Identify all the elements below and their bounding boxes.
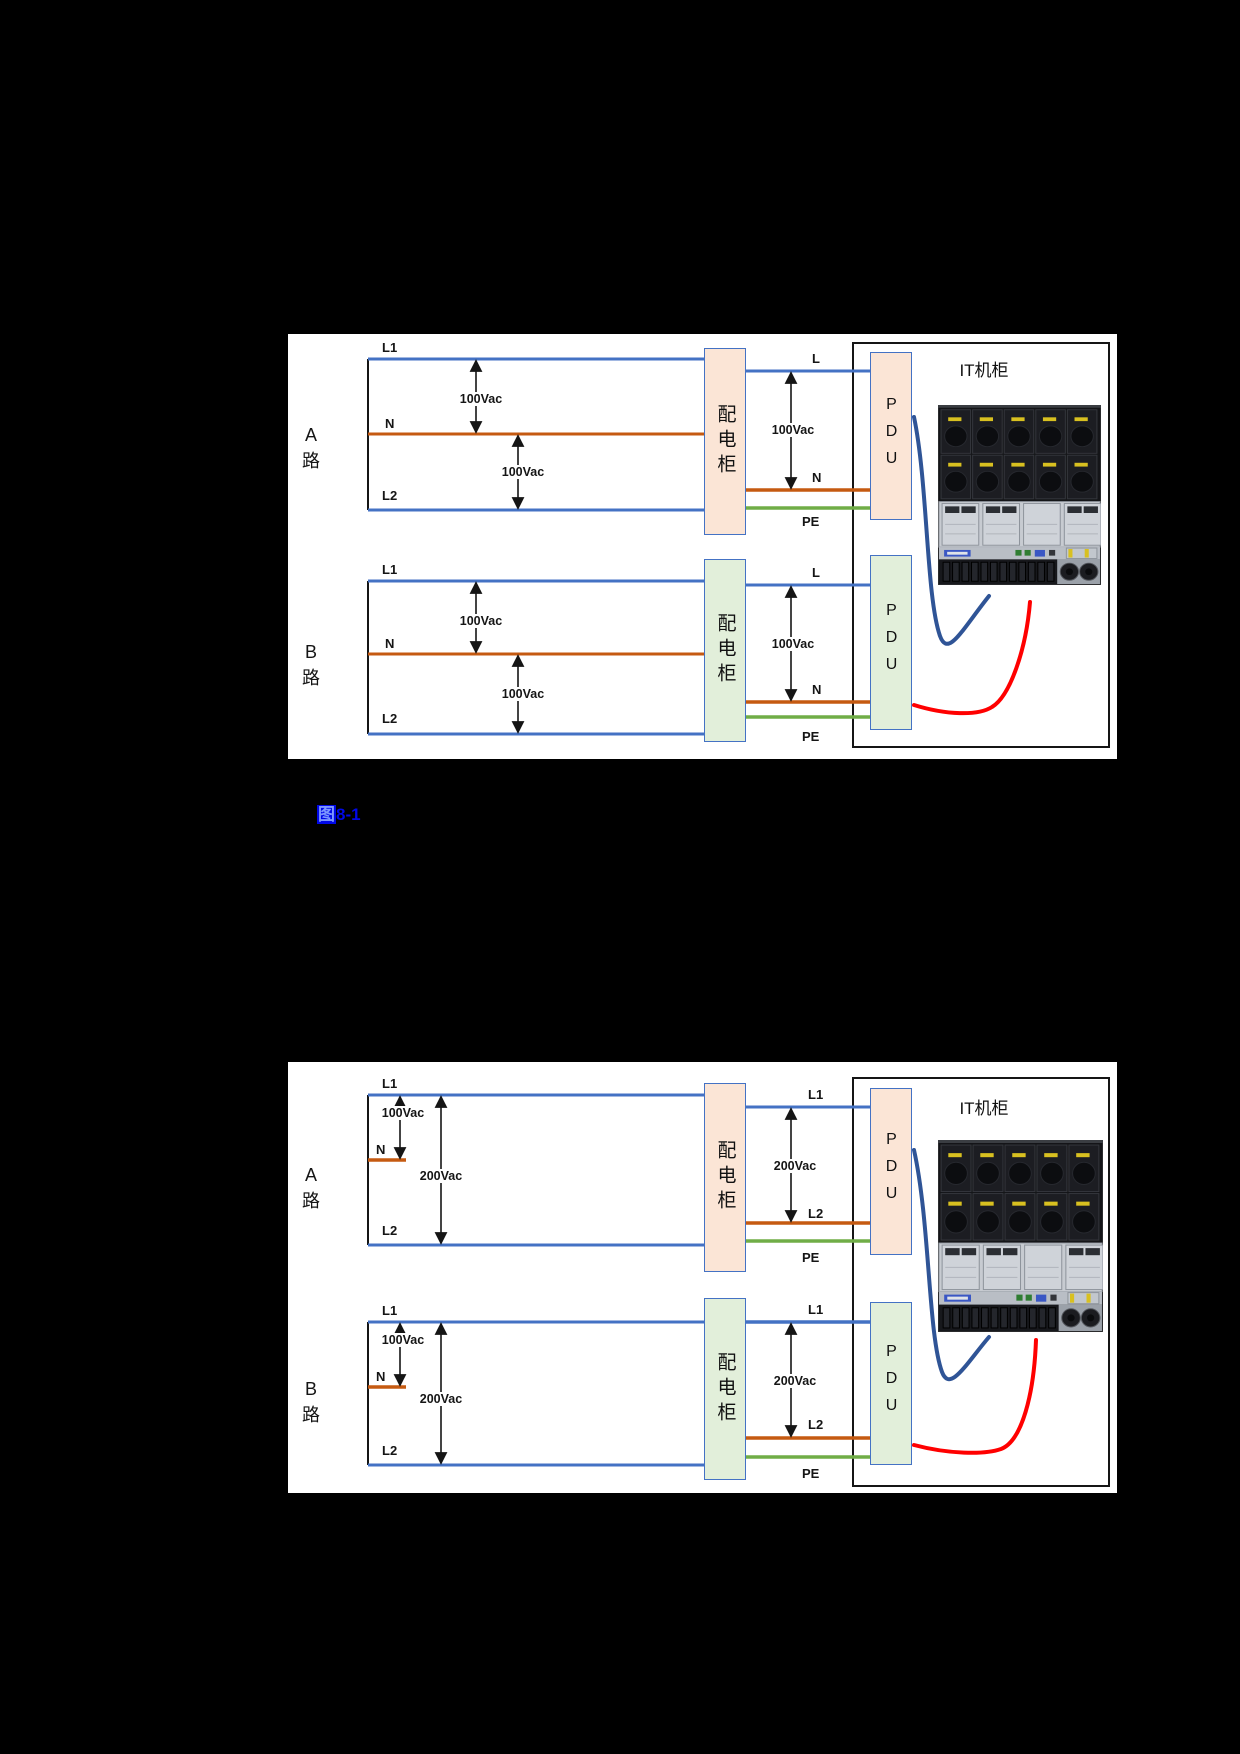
wire-label-l1: L1 (382, 340, 398, 355)
wire-label-l1: L1 (382, 1303, 398, 1318)
out-label-pe: PE (802, 1466, 820, 1481)
diagram-100vac-panel: A路 L1 N L2 100Vac 100Vac 配电柜 L 100Vac N … (288, 334, 1117, 759)
wire-label-n: N (385, 416, 395, 431)
out-label-pe: PE (802, 1250, 820, 1265)
voltage-n-l2: 100Vac (496, 465, 550, 479)
out-voltage: 100Vac (766, 637, 820, 651)
figure-ref-number[interactable]: 8-1 (336, 805, 361, 824)
wire-label-n: N (385, 636, 395, 651)
distribution-cabinet-b: 配电柜 (704, 1298, 746, 1480)
voltage-n-l2: 100Vac (496, 687, 550, 701)
route-b-label: B路 (302, 1379, 320, 1425)
voltage-l1-n: 100Vac (454, 392, 508, 406)
server-rear-photo (938, 1140, 1103, 1332)
pdu-a: PDU (870, 352, 912, 520)
out-label-pe: PE (802, 729, 820, 744)
distribution-cabinet-b: 配电柜 (704, 559, 746, 742)
out-label-n: N (812, 470, 822, 485)
wire-label-l2: L2 (382, 1443, 398, 1458)
out-voltage: 100Vac (766, 423, 820, 437)
route-b-label: B路 (302, 642, 320, 688)
pdu-b: PDU (870, 1302, 912, 1465)
pdu-b-power-cable (912, 1338, 1038, 1455)
wire-label-n: N (376, 1369, 386, 1384)
out-label-l1: L1 (808, 1302, 824, 1317)
pdu-a-power-cable (912, 415, 991, 646)
figure-ref-highlighted-char[interactable]: 图 (317, 805, 336, 824)
wire-label-l1: L1 (382, 562, 398, 577)
wire-label-l2: L2 (382, 711, 398, 726)
out-label-pe: PE (802, 514, 820, 529)
out-label-l: L (812, 351, 820, 366)
out-voltage: 200Vac (766, 1374, 824, 1388)
pdu-b: PDU (870, 555, 912, 730)
it-cabinet-label: IT机柜 (959, 361, 1009, 380)
out-label-l2: L2 (808, 1417, 824, 1432)
out-label-l2: L2 (808, 1206, 824, 1221)
it-cabinet-label: IT机柜 (959, 1099, 1009, 1118)
out-voltage: 200Vac (766, 1159, 824, 1173)
out-label-l: L (812, 565, 820, 580)
voltage-l1-l2: 200Vac (412, 1392, 470, 1406)
voltage-l1-n: 100Vac (376, 1333, 430, 1347)
diagram-200vac-panel: A路 L1 N L2 100Vac 200Vac 配电柜 L1 200Vac L… (288, 1062, 1117, 1493)
distribution-cabinet-a: 配电柜 (704, 348, 746, 535)
wire-label-n: N (376, 1142, 386, 1157)
out-label-l1: L1 (808, 1087, 824, 1102)
voltage-l1-l2: 200Vac (412, 1169, 470, 1183)
figure-reference: 图8-1 (317, 800, 361, 825)
server-rear-photo (938, 405, 1101, 585)
voltage-l1-n: 100Vac (376, 1106, 430, 1120)
out-label-n: N (812, 682, 822, 697)
pdu-b-power-cable (912, 600, 1032, 716)
voltage-l1-n: 100Vac (454, 614, 508, 628)
pdu-a-power-cable (912, 1148, 991, 1382)
wire-label-l1: L1 (382, 1076, 398, 1091)
distribution-cabinet-a: 配电柜 (704, 1083, 746, 1272)
wire-label-l2: L2 (382, 488, 398, 503)
route-a-label: A路 (302, 425, 320, 471)
wire-label-l2: L2 (382, 1223, 398, 1238)
route-a-label: A路 (302, 1165, 320, 1211)
pdu-a: PDU (870, 1088, 912, 1255)
